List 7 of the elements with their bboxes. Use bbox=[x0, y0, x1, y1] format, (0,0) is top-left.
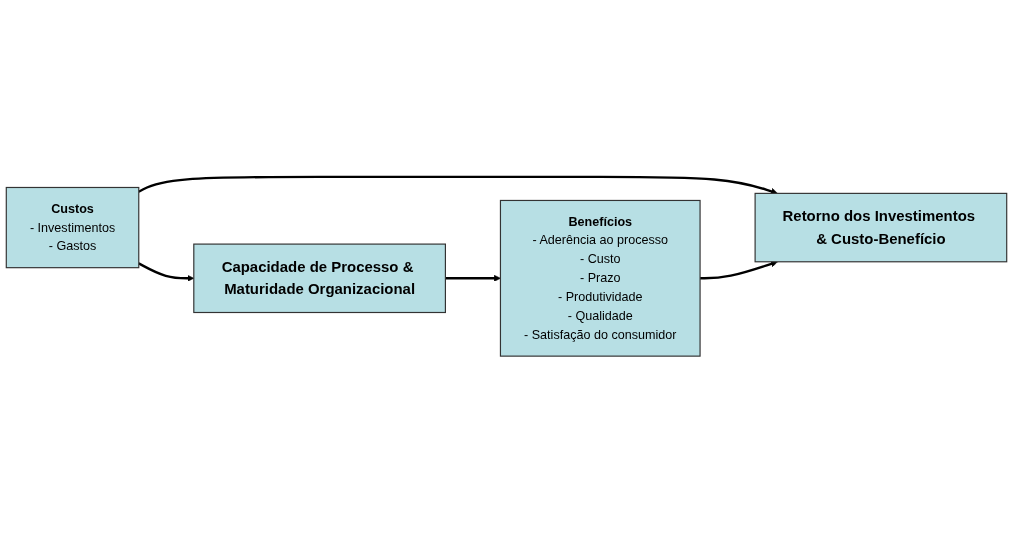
node-box: Custos - Investimentos - Gastos bbox=[5, 186, 140, 269]
arrow bbox=[138, 175, 778, 195]
node-box: Capacidade de Processo & Maturidade Organizacional bbox=[193, 243, 446, 314]
arrow bbox=[445, 274, 501, 282]
node-box: Retorno dos Investimentos & Custo-Benefício bbox=[754, 192, 1008, 263]
node-box: Benefícios - Aderência ao processo - Custo - Prazo - Produtividade - Qualidade - Satisfação do consumidor bbox=[499, 199, 701, 357]
arrow bbox=[700, 260, 778, 280]
